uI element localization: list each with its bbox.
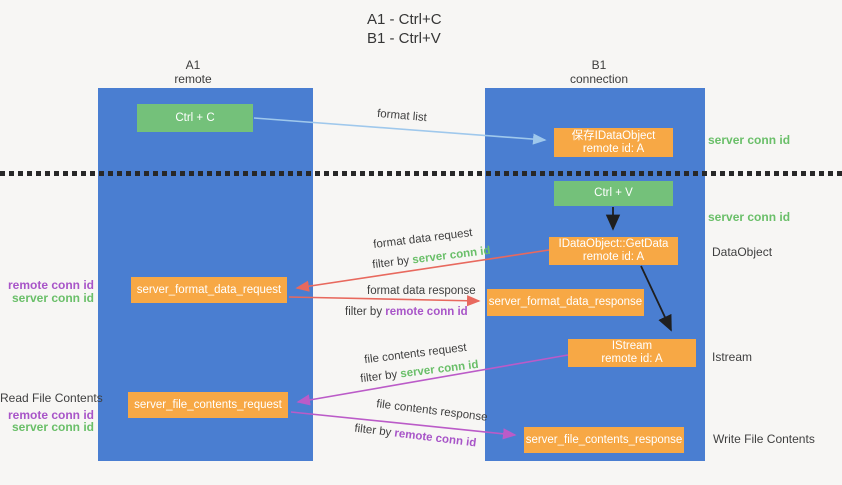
title-line-2: B1 - Ctrl+V	[367, 30, 441, 47]
label-format-data-response: format data response	[367, 285, 476, 297]
label-filter-by-remote-conn-id-1: filter by remote conn id	[345, 306, 468, 318]
label-server-conn-id-mid: server conn id	[708, 210, 791, 224]
node-server-format-data-response: server_format_data_response	[487, 289, 644, 316]
header-a1-role: remote	[174, 72, 212, 86]
arrow-file-contents-response	[290, 411, 517, 440]
title-line-1: A1 - Ctrl+C	[367, 11, 442, 28]
header-b1-name: B1	[591, 58, 607, 72]
arrow-format-data-response	[288, 295, 481, 307]
diagram-title: A1 - Ctrl+C B1 - Ctrl+V	[367, 10, 442, 48]
node-istream: IStream remote id: A	[568, 339, 696, 367]
header-b1-role: connection	[569, 72, 629, 86]
label-istream: Istream	[712, 350, 753, 364]
label-server-conn-id-left-top: server conn id	[11, 290, 94, 305]
header-a1-name: A1	[185, 58, 201, 72]
label-dataobject: DataObject	[712, 245, 773, 259]
node-save-idataobject-line1: 保存IDataObject	[571, 129, 656, 142]
label-server-conn-id-left-bottom: server conn id	[11, 420, 94, 434]
node-server-file-contents-request: server_file_contents_request	[128, 392, 288, 418]
node-server-file-contents-response: server_file_contents_response	[524, 427, 684, 453]
node-ctrl-v-label: Ctrl + V	[594, 187, 633, 199]
node-idataobject-getdata-line2: remote id: A	[582, 251, 645, 263]
node-server-file-contents-request-label: server_file_contents_request	[134, 398, 282, 411]
header-a1: A1 remote	[98, 58, 288, 86]
filter-key-remote-conn-id-1: remote conn id	[385, 306, 468, 318]
arrow-file-contents-request	[296, 354, 569, 406]
arrow-format-data-request	[295, 249, 550, 292]
label-left-conn-ids-bottom: Read File Contents remote conn id server…	[0, 391, 103, 434]
node-ctrl-v: Ctrl + V	[554, 181, 673, 206]
label-read-file-contents: Read File Contents	[0, 391, 103, 405]
label-remote-conn-id-bottom: remote conn id	[7, 407, 94, 422]
arrow-format-list	[253, 117, 547, 145]
arrow-getdata-to-istream	[640, 265, 672, 332]
node-server-format-data-request-label: server_format_data_request	[136, 283, 282, 296]
filter-by-prefix-2: filter by	[345, 306, 386, 318]
node-server-file-contents-response-label: server_file_contents_response	[525, 433, 683, 446]
node-ctrl-c: Ctrl + C	[137, 104, 253, 132]
node-server-format-data-request: server_format_data_request	[131, 277, 287, 303]
label-write-file-contents: Write File Contents	[713, 432, 815, 446]
label-server-conn-id-top: server conn id	[708, 133, 791, 147]
node-idataobject-getdata-line1: IDataObject::GetData	[558, 238, 669, 250]
node-save-idataobject: 保存IDataObject remote id: A	[554, 128, 673, 157]
label-left-conn-ids-top: remote conn id server conn id	[0, 279, 94, 304]
dotted-separator	[0, 171, 842, 176]
node-idataobject-getdata: IDataObject::GetData remote id: A	[549, 237, 678, 265]
node-istream-line1: IStream	[611, 340, 653, 352]
label-remote-conn-id-top: remote conn id	[7, 278, 94, 292]
node-server-format-data-response-label: server_format_data_response	[488, 296, 643, 308]
node-ctrl-c-label: Ctrl + C	[175, 111, 215, 124]
node-istream-line2: remote id: A	[601, 353, 663, 365]
header-b1: B1 connection	[485, 58, 713, 86]
node-save-idataobject-line2: remote id: A	[582, 142, 645, 155]
